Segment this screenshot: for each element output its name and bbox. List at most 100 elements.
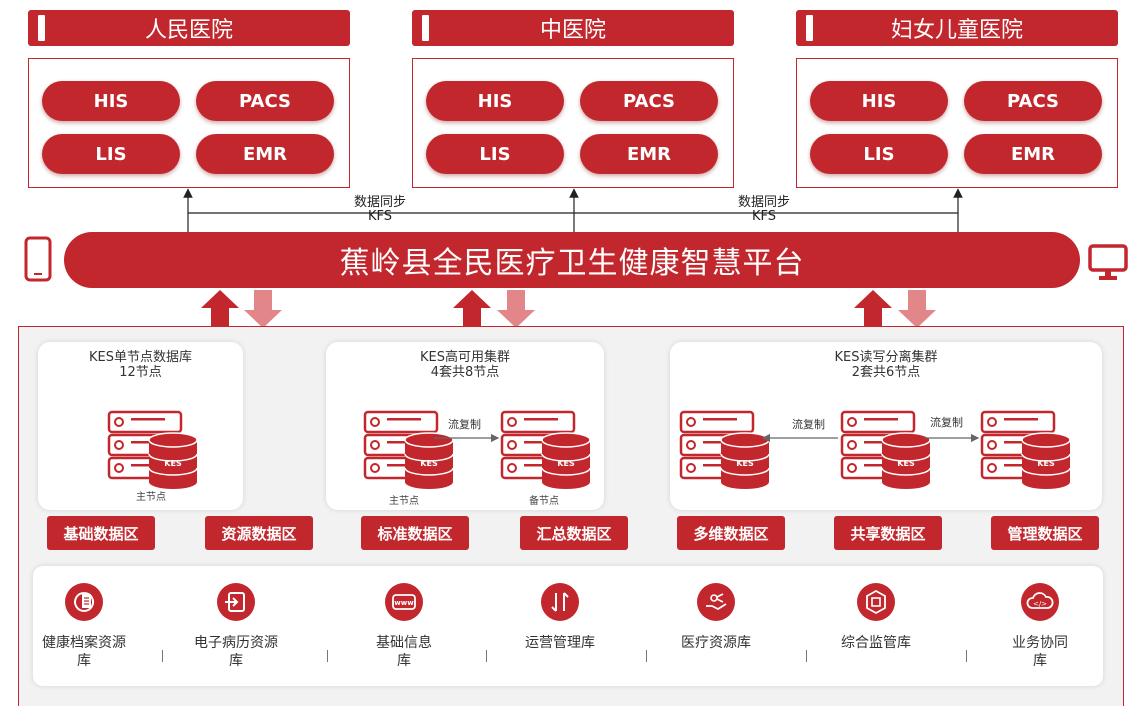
hospital-title-1: 人民医院: [28, 10, 350, 46]
share-hand-icon: [697, 583, 735, 621]
db-label: KES: [164, 459, 182, 468]
hospital-name: 妇女儿童医院: [890, 18, 1023, 43]
db-label: KES: [736, 459, 754, 468]
library-health-record: 健康档案资源库: [24, 582, 144, 670]
zone-summary-data: 汇总数据区: [520, 516, 628, 550]
zone-standard-data: 标准数据区: [361, 516, 469, 550]
server-database-icon: KES: [980, 410, 1072, 490]
hospital-name: 人民医院: [144, 18, 233, 43]
system-pill: HIS: [810, 81, 948, 121]
primary-node-caption: 主节点: [136, 492, 166, 503]
library-label: 基础信息库: [376, 635, 432, 669]
cluster-node-count: 2套共6节点: [851, 365, 921, 380]
library-label: 综合监管库: [841, 635, 911, 651]
library-label: 医疗资源库: [681, 635, 751, 651]
zone-management-data: 管理数据区: [991, 516, 1099, 550]
hospital-name: 中医院: [539, 18, 606, 43]
emr-login-icon: [217, 583, 255, 621]
cluster-title: KES读写分离集群 2套共6节点: [670, 350, 1102, 380]
library-emr: 电子病历资源库: [176, 582, 296, 670]
down-arrow-icon: [244, 290, 282, 328]
sync-protocol: KFS: [367, 209, 393, 224]
db-label: KES: [897, 459, 915, 468]
divider: [966, 650, 967, 662]
system-pill: EMR: [964, 134, 1102, 174]
db-label: KES: [557, 459, 575, 468]
library-medical-resources: 医疗资源库: [656, 582, 776, 652]
server-database-icon: KES: [679, 410, 771, 490]
hospital-title-3: 妇女儿童医院: [796, 10, 1118, 46]
cluster-title: KES高可用集群 4套共8节点: [326, 350, 604, 380]
replication-label: 流复制: [792, 418, 825, 431]
db-label: KES: [420, 459, 438, 468]
down-arrow-icon: [898, 290, 936, 328]
server-database-icon: KES: [500, 410, 592, 490]
replication-arrows: [434, 433, 980, 443]
system-pill: LIS: [426, 134, 564, 174]
data-flow-arrows: [201, 290, 936, 328]
hospital-systems-1: HIS PACS LIS EMR: [28, 58, 350, 188]
www-icon: www: [385, 583, 423, 621]
cluster-name: KES单节点数据库: [89, 350, 192, 365]
server-database-icon: KES: [363, 410, 455, 490]
divider: [646, 650, 647, 662]
up-arrow-icon: [201, 290, 239, 328]
library-label: 健康档案资源库: [42, 635, 126, 669]
zone-shared-data: 共享数据区: [834, 516, 942, 550]
mobile-phone-icon: [24, 236, 52, 282]
hospital-systems-2: HIS PACS LIS EMR: [412, 58, 734, 188]
library-operations: 运营管理库: [500, 582, 620, 652]
zone-basic-data: 基础数据区: [47, 516, 155, 550]
library-label: 运营管理库: [525, 635, 595, 651]
svg-text:www: www: [394, 599, 414, 607]
up-arrow-icon: [854, 290, 892, 328]
svg-text:</>: </>: [1033, 600, 1047, 608]
divider: [327, 650, 328, 662]
zone-resource-data: 资源数据区: [205, 516, 313, 550]
sync-label-right: 数据同步 KFS: [724, 196, 804, 224]
hospital-systems-3: HIS PACS LIS EMR: [796, 58, 1118, 188]
library-collaboration: </> 业务协同库: [980, 582, 1100, 670]
hospital-title-2: 中医院: [412, 10, 734, 46]
system-pill: PACS: [964, 81, 1102, 121]
divider: [806, 650, 807, 662]
replication-label: 流复制: [930, 416, 963, 429]
sync-label-left: 数据同步 KFS: [340, 196, 420, 224]
system-pill: HIS: [42, 81, 180, 121]
platform-title: 蕉岭县全民医疗卫生健康智慧平台: [339, 246, 805, 281]
system-pill: LIS: [42, 134, 180, 174]
sync-connector-lines: [183, 188, 963, 232]
zone-multidim-data: 多维数据区: [677, 516, 785, 550]
library-label: 电子病历资源库: [194, 635, 278, 669]
server-database-icon: KES: [840, 410, 932, 490]
sync-text: 数据同步: [353, 195, 406, 210]
system-pill: LIS: [810, 134, 948, 174]
server-database-icon: KES: [107, 410, 199, 490]
system-pill: EMR: [580, 134, 718, 174]
library-supervision: 综合监管库: [816, 582, 936, 652]
library-label: 业务协同库: [1012, 635, 1068, 669]
up-arrow-icon: [453, 290, 491, 328]
primary-node-caption: 主节点: [389, 496, 419, 507]
health-record-icon: [65, 583, 103, 621]
sync-text: 数据同步: [737, 195, 790, 210]
system-pill: EMR: [196, 134, 334, 174]
platform-banner: 蕉岭县全民医疗卫生健康智慧平台: [64, 232, 1080, 288]
standby-node-caption: 备节点: [529, 496, 559, 507]
system-pill: PACS: [196, 81, 334, 121]
library-basic-info: www 基础信息库: [344, 582, 464, 670]
desktop-monitor-icon: [1088, 244, 1128, 280]
cluster-name: KES高可用集群: [420, 350, 510, 365]
down-arrow-icon: [497, 290, 535, 328]
cluster-node-count: 4套共8节点: [430, 365, 500, 380]
monitor-cube-icon: [857, 583, 895, 621]
cluster-node-count: 12节点: [119, 365, 162, 380]
system-pill: PACS: [580, 81, 718, 121]
cloud-collab-icon: </>: [1021, 583, 1059, 621]
sync-protocol: KFS: [751, 209, 777, 224]
replication-label: 流复制: [448, 418, 481, 431]
db-label: KES: [1037, 459, 1055, 468]
cluster-title: KES单节点数据库 12节点: [38, 350, 243, 380]
divider: [162, 650, 163, 662]
system-pill: HIS: [426, 81, 564, 121]
